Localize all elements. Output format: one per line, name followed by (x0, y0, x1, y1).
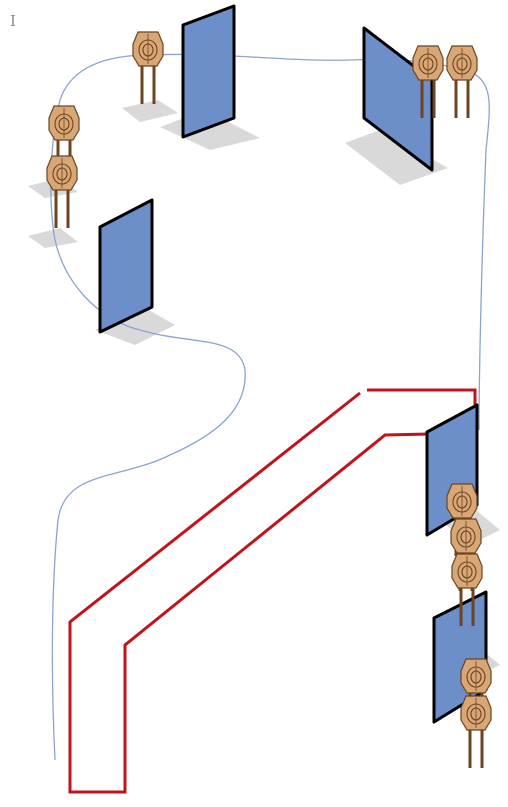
panel-top-right (362, 26, 434, 172)
steel-target-icon-1 (131, 30, 165, 106)
steel-target-icon-5 (445, 44, 479, 120)
panel-top-left (181, 4, 236, 139)
fault-line-box (68, 388, 477, 794)
shadow-panel-left (95, 305, 175, 345)
fault-line-outer (68, 388, 477, 794)
steel-target-icon-10 (459, 694, 493, 770)
panel-left (98, 198, 154, 334)
shadow-targets-top (122, 100, 178, 122)
shadow-panel-top-right (345, 130, 448, 185)
shadow-targets-left-2 (28, 228, 78, 248)
text-cursor-icon: I (10, 12, 16, 30)
